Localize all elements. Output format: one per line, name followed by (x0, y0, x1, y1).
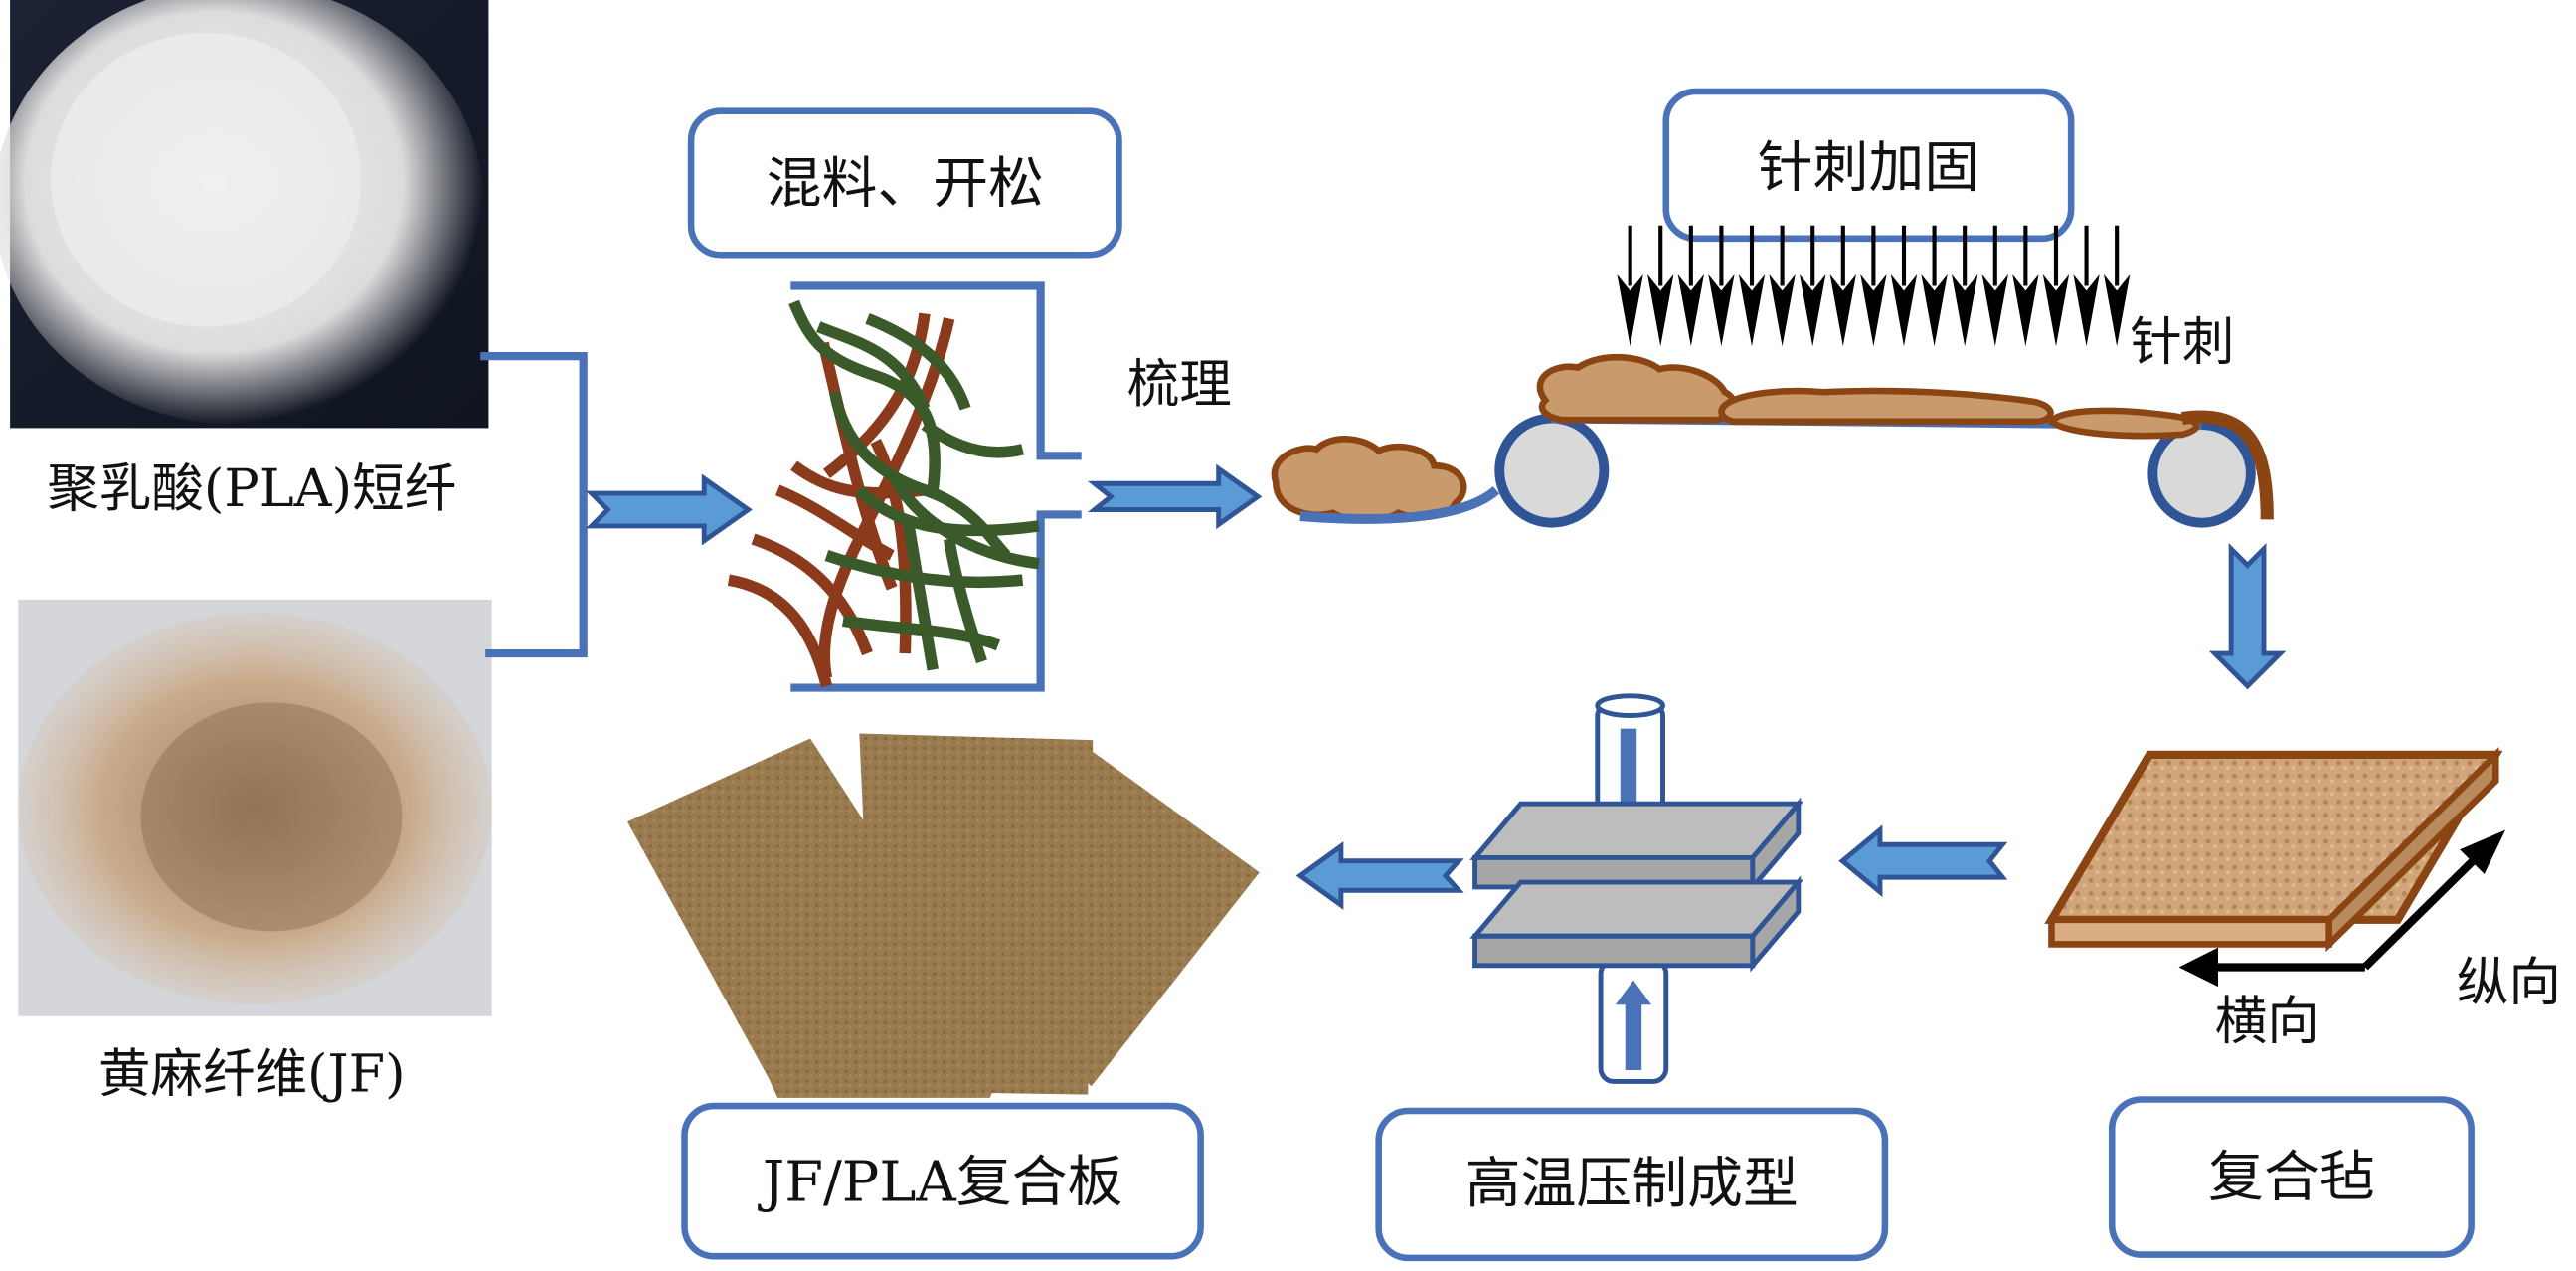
carded-web-1 (1271, 436, 1467, 524)
pla-fiber-label: 聚乳酸(PLA)短纤 (47, 458, 456, 519)
needle-array (1617, 225, 2131, 347)
web-layer-needled (2047, 407, 2200, 440)
arrow-to-product (1295, 841, 1464, 910)
needle-icon (1617, 273, 1643, 347)
transverse-label: 横向 (2215, 992, 2319, 1052)
carding-label: 梳理 (1127, 354, 1232, 415)
arrow-to-mixing (585, 473, 753, 546)
mixing-step-box: 混料、开松 (687, 107, 1122, 259)
needle-icon (1890, 273, 1918, 347)
transverse-arrow-head-icon (2178, 947, 2219, 988)
merge-bracket (480, 351, 588, 658)
needle-icon (1981, 273, 2008, 347)
needle-label: 针刺 (2130, 311, 2234, 372)
needle-icon (1800, 273, 1826, 347)
felt-exit (2180, 410, 2274, 520)
needle-icon (1738, 273, 1766, 347)
web-layer-thin (1718, 387, 2054, 426)
hot-press (1469, 693, 1804, 1084)
mixer-container (790, 281, 1082, 692)
felt-step-box: 复合毡 (2108, 1096, 2475, 1258)
needle-icon (1708, 273, 1735, 347)
needle-icon (1769, 273, 1796, 347)
felt-label: 复合毡 (2208, 1145, 2375, 1209)
needle-icon (1921, 273, 1948, 347)
needle-icon (1860, 273, 1887, 347)
longitudinal-arrow-head-icon (2460, 829, 2506, 874)
feed-belt (1299, 485, 1500, 524)
arrow-down-to-felt (2208, 542, 2287, 690)
needle-icon (1829, 273, 1856, 347)
jute-fiber-label: 黄麻纤维(JF) (98, 1043, 406, 1104)
product-label: JF/PLA复合板 (758, 1150, 1122, 1214)
web-layer-thick (1536, 354, 1738, 424)
needle-icon (2042, 273, 2070, 347)
roller-left (1494, 413, 1610, 528)
needle-icon (1647, 273, 1674, 347)
pressing-label: 高温压制成型 (1465, 1152, 1799, 1216)
needle-step-box: 针刺加固 (1662, 88, 2075, 243)
composite-felt (2044, 747, 2503, 953)
needle-icon (1677, 273, 1704, 347)
pressing-step-box: 高温压制成型 (1375, 1107, 1889, 1262)
needle-icon (2073, 273, 2100, 347)
roller-right (2147, 420, 2256, 528)
arrow-to-carding (1087, 463, 1263, 530)
needle-icon (2104, 273, 2131, 347)
arrow-to-press (1838, 824, 2008, 898)
needle-box-label: 针刺加固 (1758, 135, 1979, 200)
longitudinal-axis-line (2361, 854, 2480, 971)
jute-fiber-photo (18, 599, 492, 1016)
mixing-label: 混料、开松 (767, 152, 1044, 217)
composite-board-photo (627, 733, 1260, 1098)
product-step-box: JF/PLA复合板 (681, 1102, 1204, 1260)
fiber-mix (727, 299, 1040, 688)
pla-fiber-photo (0, 0, 489, 429)
longitudinal-label: 纵向 (2457, 952, 2561, 1012)
needle-icon (1952, 273, 1978, 347)
needle-icon (2012, 273, 2039, 347)
